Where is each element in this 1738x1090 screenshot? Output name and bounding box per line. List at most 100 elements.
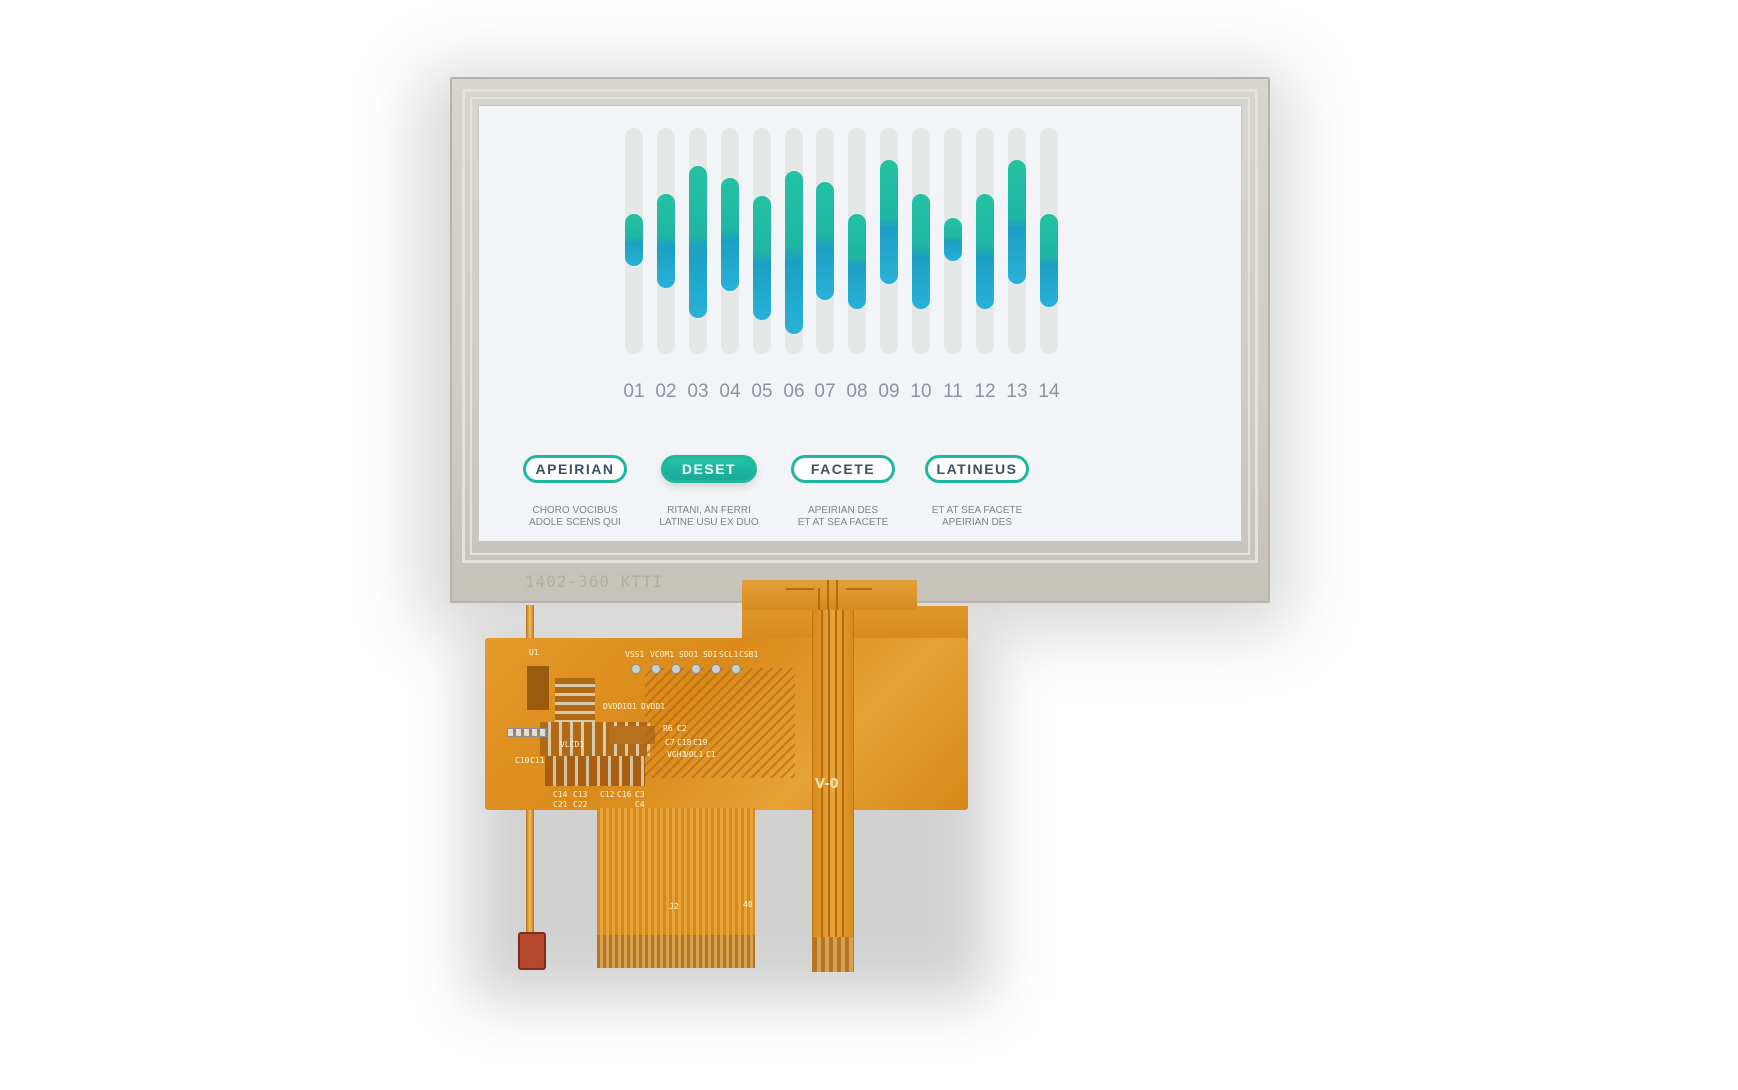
frame-trace-outer — [462, 89, 1258, 563]
silk-label: VGH1 — [667, 750, 687, 759]
silk-label: C11 — [530, 756, 545, 765]
silk-label: VLCD1 — [560, 740, 585, 749]
caption-line: APEIRIAN DES — [807, 505, 879, 516]
bar-level-06 — [785, 170, 803, 334]
bar-label: 08 — [846, 381, 868, 402]
caption-line: ADOLE SCENS QUI — [529, 517, 621, 528]
tail-contacts — [813, 937, 853, 972]
bar-level-14 — [1040, 213, 1058, 307]
bar-level-01 — [625, 213, 643, 266]
silk-label: J2 — [669, 902, 679, 911]
silk-label: VCOM1 — [650, 650, 675, 659]
silk-label: U1 — [529, 648, 539, 657]
bar-label: 13 — [1006, 381, 1028, 402]
bar-label: 07 — [814, 381, 836, 402]
mode-button-facete[interactable]: FACETE — [791, 455, 895, 483]
silk-label: SCL1 — [719, 650, 739, 659]
mode-button-latineus[interactable]: LATINEUS — [925, 455, 1029, 483]
test-pad — [507, 728, 547, 737]
touch-panel-tab — [742, 580, 917, 610]
caption-line: ET AT SEA FACETE — [931, 505, 1023, 516]
bar-level-09 — [880, 159, 898, 284]
mode-button-apeirian[interactable]: APEIRIAN — [523, 455, 627, 483]
fpc-gold-contacts — [597, 935, 755, 968]
ic-chip — [527, 666, 549, 710]
bar-label: 03 — [687, 381, 709, 402]
bar-level-02 — [657, 193, 675, 289]
silk-label: C18 — [677, 738, 692, 747]
component-block — [555, 678, 595, 726]
tp-trace — [827, 580, 829, 610]
silk-label: C2 — [677, 724, 687, 733]
touch-panel-tail — [812, 582, 854, 972]
wire-connector — [518, 932, 546, 970]
bar-label: 14 — [1038, 381, 1060, 402]
silk-label: DVDD1 — [641, 702, 666, 711]
fpc-marking: V-0 — [815, 777, 839, 792]
silk-label: C7 — [665, 738, 675, 747]
silk-label: C4 — [635, 800, 645, 809]
silk-label: C3 — [635, 790, 645, 799]
bar-label: 02 — [655, 381, 677, 402]
silk-label: VOL1 — [684, 750, 704, 759]
test-pad — [711, 664, 721, 674]
level-bars: 01 02 03 04 05 06 07 08 09 10 11 12 13 14 — [479, 106, 1241, 402]
silk-label: VSS1 — [625, 650, 645, 659]
component-block — [610, 726, 655, 744]
silk-label: 40 — [743, 900, 753, 909]
caption-line: ET AT SEA FACETE — [797, 517, 889, 528]
bar-level-10 — [912, 193, 930, 309]
bar-label: 10 — [910, 381, 932, 402]
caption-line: APEIRIAN DES — [941, 517, 1013, 528]
test-pad — [631, 664, 641, 674]
display-screen: 01 02 03 04 05 06 07 08 09 10 11 12 13 14 APEIRIAN CHO… — [478, 105, 1242, 542]
tp-trace — [846, 588, 872, 590]
bar-label: 12 — [974, 381, 996, 402]
bar-level-13 — [1008, 159, 1026, 284]
silk-label: R6 — [663, 724, 673, 733]
silk-label: C16 — [617, 790, 632, 799]
silk-label: C13 — [573, 790, 588, 799]
test-pad — [671, 664, 681, 674]
bar-label: 09 — [878, 381, 900, 402]
tp-trace — [818, 588, 820, 610]
test-pad — [651, 664, 661, 674]
caption-line: RITANI, AN FERRI — [667, 505, 751, 516]
tp-trace — [842, 582, 844, 972]
tp-trace — [835, 582, 837, 972]
fpc-upper-section — [742, 606, 968, 640]
silk-label: C14 — [553, 790, 568, 799]
caption-line: CHORO VOCIBUS — [532, 505, 618, 516]
bar-label: 05 — [751, 381, 773, 402]
bar-level-04 — [721, 177, 739, 291]
bar-level-11 — [944, 218, 962, 262]
tp-trace — [786, 588, 814, 590]
silk-label: C10 — [515, 756, 530, 765]
component-block — [545, 756, 645, 786]
silk-label: C1 — [706, 750, 716, 759]
silk-label: C12 — [600, 790, 615, 799]
silk-label: SDO1 — [679, 650, 699, 659]
bar-label: 01 — [623, 381, 645, 402]
trace-fan — [645, 668, 795, 778]
bar-label: 04 — [719, 381, 741, 402]
frame-part-code: 1402-360 KTTI — [525, 572, 664, 591]
tp-trace — [836, 580, 838, 610]
test-pad — [691, 664, 701, 674]
silk-label: C21 — [553, 800, 568, 809]
silk-label: DVDDIO1 — [603, 702, 637, 711]
bar-level-08 — [848, 213, 866, 309]
silk-label: CSB1 — [739, 650, 759, 659]
silk-label: C19 — [693, 738, 708, 747]
mode-button-deset[interactable]: DESET — [661, 455, 757, 483]
caption-line: LATINE USU EX DUO — [659, 517, 759, 528]
bar-level-05 — [753, 195, 771, 321]
bar-label: 06 — [783, 381, 805, 402]
tp-trace — [821, 582, 823, 972]
bar-label: 11 — [943, 381, 963, 402]
silk-label: SDI — [703, 650, 718, 659]
